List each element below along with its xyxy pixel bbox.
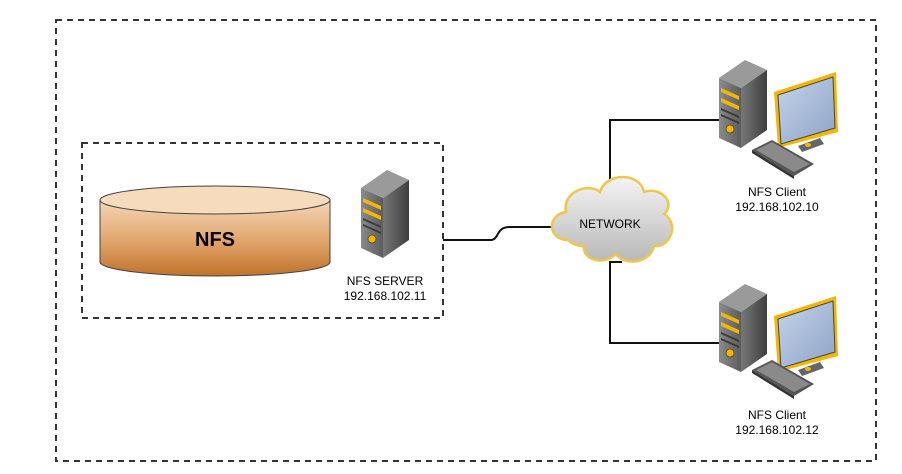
client2-monitor-icon	[773, 295, 839, 377]
client1-ip: 192.168.102.10	[735, 200, 819, 214]
server-name: NFS SERVER	[347, 274, 424, 288]
server-ip: 192.168.102.11	[344, 289, 427, 303]
client2-name: NFS Client	[748, 408, 807, 422]
network-client2-link	[609, 261, 720, 344]
storage-label: NFS	[195, 229, 235, 251]
server-tower-icon	[360, 169, 410, 259]
network-cloud-icon: NETWORK	[550, 175, 674, 263]
server-network-link	[443, 226, 556, 241]
client2-tower-icon	[718, 283, 768, 373]
nfs-storage-cylinder: NFS	[99, 185, 331, 277]
client1-monitor-icon	[773, 71, 839, 153]
client-workstation-2: NFS Client 192.168.102.12	[718, 283, 839, 437]
client1-tower-icon	[718, 59, 768, 149]
client2-ip: 192.168.102.12	[735, 423, 819, 437]
network-label: NETWORK	[579, 217, 640, 231]
client1-name: NFS Client	[748, 185, 807, 199]
outer-boundary	[55, 19, 877, 462]
server-group-boundary	[81, 142, 444, 319]
client-workstation-1: NFS Client 192.168.102.10	[718, 59, 839, 214]
